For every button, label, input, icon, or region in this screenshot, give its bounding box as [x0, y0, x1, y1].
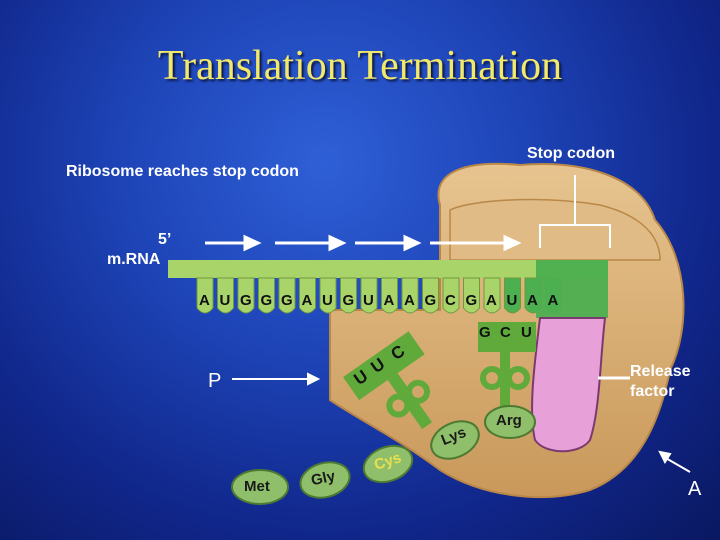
mrna-label: m.RNA	[107, 251, 160, 269]
mrna-base: G	[261, 292, 273, 309]
mrna-base: A	[199, 292, 210, 309]
mrna-base: G	[466, 292, 478, 309]
p-site-label: P	[208, 370, 221, 393]
mrna-base: A	[548, 292, 559, 309]
mrna-base: G	[281, 292, 293, 309]
mrna-base: A	[384, 292, 395, 309]
mrna-base: A	[527, 292, 538, 309]
ribosome-reaches-label: Ribosome reaches stop codon	[66, 163, 299, 181]
amino-acid-arg: Arg	[496, 412, 522, 429]
mrna-base: U	[507, 292, 518, 309]
five-prime-label: 5’	[158, 231, 171, 249]
mrna-base: U	[363, 292, 374, 309]
mrna-base: U	[220, 292, 231, 309]
anticodon-a-base: G	[479, 324, 491, 341]
mrna-base: U	[322, 292, 333, 309]
mrna-base: A	[404, 292, 415, 309]
p-site-arrow	[232, 374, 318, 384]
stop-codon-region	[536, 260, 608, 318]
mrna-base: G	[425, 292, 437, 309]
amino-acid-met: Met	[244, 478, 270, 495]
mrna-base: A	[486, 292, 497, 309]
a-site-label: A	[688, 478, 701, 501]
stop-codon-label: Stop codon	[527, 145, 615, 163]
mrna-base: C	[445, 292, 456, 309]
mrna-base: A	[302, 292, 313, 309]
anticodon-a-base: U	[521, 324, 532, 341]
mrna-base: G	[343, 292, 355, 309]
a-site-arrow	[660, 452, 690, 472]
anticodon-a-base: C	[500, 324, 511, 341]
mrna-base: G	[240, 292, 252, 309]
release-factor-label: Release factor	[630, 362, 708, 402]
